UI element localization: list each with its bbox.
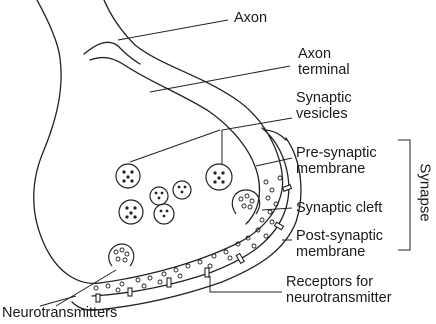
vesicle bbox=[173, 181, 191, 199]
synapse-bracket bbox=[398, 140, 410, 250]
pre-synaptic-membrane-line bbox=[90, 58, 260, 224]
leader-axon-terminal bbox=[150, 66, 290, 92]
leader-receptors bbox=[210, 276, 282, 292]
neurotransmitters-dots bbox=[94, 176, 282, 292]
vesicle bbox=[154, 204, 174, 224]
label-synaptic-vesicles: Synaptic vesicles bbox=[296, 90, 352, 122]
label-neurotransmitters: Neurotransmitters bbox=[2, 305, 117, 321]
label-synapse: Synapse bbox=[417, 153, 434, 233]
label-axon-terminal: Axon terminal bbox=[298, 46, 350, 78]
label-pre-synaptic-membrane: Pre-synaptic membrane bbox=[296, 145, 377, 177]
label-receptors: Receptors for neurotransmitter bbox=[286, 274, 392, 306]
axon-outline bbox=[34, 0, 283, 283]
leader-synaptic-cleft bbox=[262, 208, 292, 210]
post-synaptic-membrane-line bbox=[92, 128, 289, 296]
vesicle bbox=[150, 187, 168, 205]
label-synaptic-cleft: Synaptic cleft bbox=[296, 200, 382, 216]
leader-vesicles-2 bbox=[130, 130, 220, 162]
axon-inner-line bbox=[84, 42, 140, 64]
label-axon: Axon bbox=[234, 10, 267, 26]
leader-vesicles bbox=[222, 118, 292, 164]
leader-axon bbox=[118, 20, 228, 40]
label-post-synaptic-membrane: Post-synaptic membrane bbox=[296, 228, 383, 260]
leader-pre-membrane bbox=[256, 158, 292, 166]
